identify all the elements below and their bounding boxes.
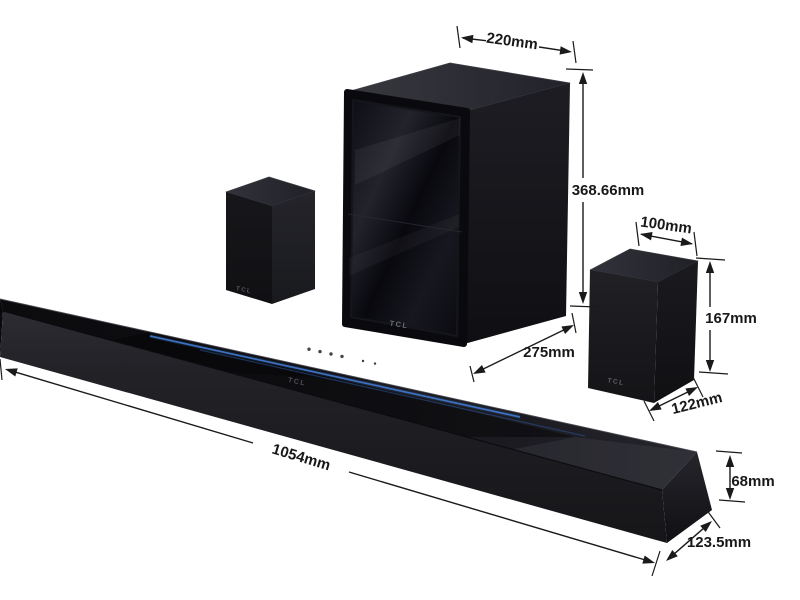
label-soundbar-depth: 123.5mm — [687, 534, 751, 551]
soundbar-top-reflection — [90, 332, 575, 437]
left-speaker-side-face — [272, 191, 315, 304]
subwoofer: TCL — [342, 62, 571, 347]
soundbar-logo: TCL — [287, 377, 306, 388]
subwoofer-logo: TCL — [389, 319, 409, 331]
dimension-soundbar-depth: 123.5mm — [666, 508, 751, 561]
left-surround-speaker: TCL — [225, 176, 316, 304]
subwoofer-side-face — [464, 83, 570, 344]
soundbar-front-face — [0, 311, 667, 543]
label-surround-depth: 122mm — [670, 389, 724, 418]
soundbar-top-sheen — [500, 437, 697, 490]
subwoofer-gloss-panel — [350, 99, 461, 337]
label-subwoofer-height: 368.66mm — [572, 182, 645, 199]
subwoofer-seam — [347, 213, 463, 233]
right-surround-speaker: TCL — [588, 248, 699, 403]
right-speaker-front-face — [588, 270, 658, 403]
left-speaker-front-face — [226, 192, 272, 304]
soundbar-front-edge — [2, 310, 663, 491]
soundbar-left-end — [0, 299, 3, 357]
soundbar-led-reflection — [199, 349, 586, 437]
soundbar: TCL — [0, 298, 712, 543]
dimension-soundbar-height: 68mm — [715, 450, 775, 503]
soundbar-buttons — [307, 347, 377, 365]
label-soundbar-height: 68mm — [731, 473, 774, 490]
right-speaker-logo: TCL — [607, 377, 625, 387]
dimension-subwoofer-width: 220mm — [456, 25, 577, 64]
right-speaker-side-face — [654, 261, 698, 403]
dimension-subwoofer-height: 368.66mm — [565, 68, 645, 308]
dimension-subwoofer-depth: 275mm — [469, 312, 577, 383]
soundbar-right-end — [662, 452, 712, 543]
label-subwoofer-width: 220mm — [485, 30, 538, 54]
label-surround-height: 167mm — [705, 310, 757, 327]
label-subwoofer-depth: 275mm — [523, 344, 575, 361]
soundbar-back-edge — [0, 298, 698, 453]
dimension-surround-height: 167mm — [695, 257, 757, 375]
dimension-surround-width: 100mm — [635, 213, 698, 257]
left-speaker-logo: TCL — [235, 286, 252, 295]
soundbar-led-strip — [149, 335, 521, 418]
subwoofer-reflection — [355, 118, 460, 185]
soundbar-top-face — [0, 299, 697, 490]
